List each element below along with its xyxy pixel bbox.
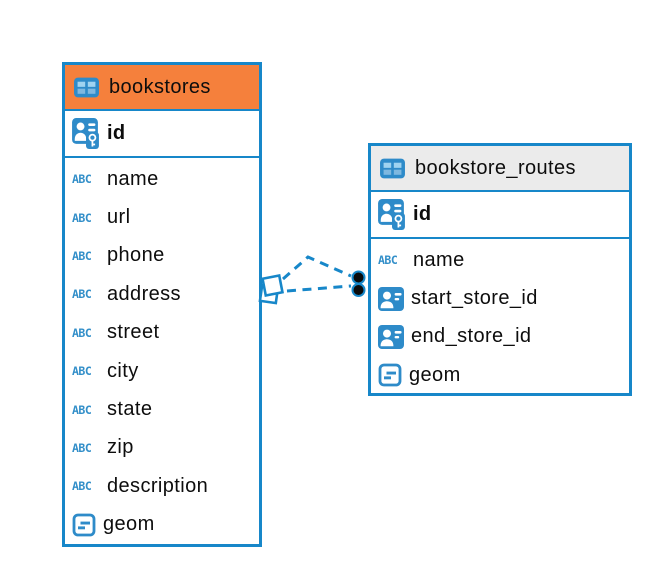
column-name: start_store_id — [411, 287, 538, 310]
column-name: name — [413, 248, 465, 271]
relationship-line[interactable] — [286, 284, 352, 293]
column-name: end_store_id — [411, 325, 532, 348]
relationship-source-marker[interactable] — [258, 274, 284, 305]
column-name: phone — [107, 244, 165, 267]
column-name: url — [107, 206, 131, 229]
relationship-line[interactable] — [282, 255, 352, 281]
column-row-pk[interactable]: id — [65, 111, 259, 158]
column-row[interactable]: geom — [371, 356, 629, 394]
column-row-pk[interactable]: id — [371, 192, 629, 239]
column-name: state — [107, 398, 153, 421]
column-row[interactable]: ABC url — [65, 198, 259, 236]
text-type-icon: ABC — [72, 440, 92, 455]
foreign-key-icon — [378, 286, 404, 311]
relationship-target-marker[interactable] — [351, 270, 366, 297]
text-type-icon: ABC — [378, 253, 398, 268]
table-node-bookstore-routes[interactable]: bookstore_routes id ABC name — [368, 143, 632, 396]
column-row[interactable]: end_store_id — [371, 318, 629, 356]
column-row[interactable]: geom — [65, 506, 259, 544]
table-icon — [380, 158, 405, 178]
column-row[interactable]: ABC street — [65, 314, 259, 352]
column-name: name — [107, 167, 159, 190]
column-row[interactable]: ABC address — [65, 275, 259, 313]
column-row[interactable]: ABC zip — [65, 429, 259, 467]
text-type-icon: ABC — [72, 479, 92, 494]
text-type-icon: ABC — [72, 364, 92, 379]
column-row[interactable]: ABC phone — [65, 237, 259, 275]
table-title: bookstore_routes — [415, 156, 576, 179]
foreign-key-icon — [378, 324, 404, 349]
table-icon — [74, 77, 99, 97]
text-type-icon: ABC — [72, 172, 92, 187]
table-header-bookstore-routes[interactable]: bookstore_routes — [371, 146, 629, 192]
table-header-bookstores[interactable]: bookstores — [65, 65, 259, 111]
column-row[interactable]: start_store_id — [371, 279, 629, 317]
table-node-bookstores[interactable]: bookstores id ABC name ABC url ABC phone — [62, 62, 262, 547]
column-row[interactable]: ABC name — [371, 241, 629, 279]
column-name: city — [107, 359, 139, 382]
column-name: zip — [107, 436, 134, 459]
columns-list: ABC name start_store_id end_store_id — [371, 239, 629, 395]
geometry-type-icon — [378, 363, 402, 387]
column-name: description — [107, 474, 209, 497]
column-row[interactable]: ABC city — [65, 352, 259, 390]
column-name: address — [107, 282, 181, 305]
column-row[interactable]: ABC name — [65, 160, 259, 198]
column-name: street — [107, 321, 160, 344]
column-row[interactable]: ABC description — [65, 467, 259, 505]
primary-key-icon — [378, 199, 405, 230]
column-name: id — [413, 203, 432, 225]
text-type-icon: ABC — [72, 248, 92, 263]
columns-list: ABC name ABC url ABC phone ABC address A… — [65, 158, 259, 544]
text-type-icon: ABC — [72, 287, 92, 302]
column-row[interactable]: ABC state — [65, 390, 259, 428]
column-name: geom — [409, 363, 461, 386]
text-type-icon: ABC — [72, 402, 92, 417]
column-name: id — [107, 122, 126, 144]
text-type-icon: ABC — [72, 325, 92, 340]
primary-key-icon — [72, 118, 99, 149]
table-title: bookstores — [109, 75, 211, 98]
text-type-icon: ABC — [72, 210, 92, 225]
column-name: geom — [103, 513, 155, 536]
geometry-type-icon — [72, 513, 96, 537]
